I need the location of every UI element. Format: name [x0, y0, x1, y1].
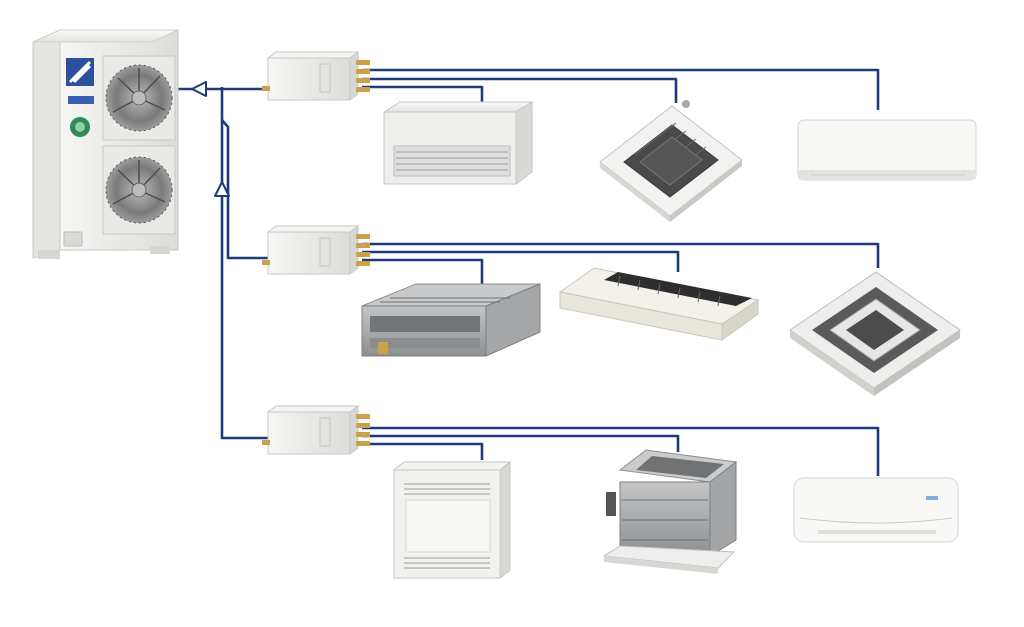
pipe-row2-unit2 [362, 250, 680, 272]
floor-standing-unit [392, 460, 512, 580]
fan-icon [102, 145, 176, 235]
pipe-row3-unit2 [362, 434, 680, 452]
high-static-ducted-unit [602, 449, 738, 574]
wall-mounted-unit [793, 477, 959, 543]
branch-box-3 [262, 405, 370, 455]
ducted-unit [361, 283, 541, 357]
pipe-row1-unit2 [362, 77, 678, 103]
fan-icon [102, 55, 176, 141]
pipe-row1-unit3 [362, 68, 880, 110]
ceiling-suspended-unit [558, 267, 760, 341]
floor-ceiling-unit [382, 101, 534, 185]
small-cassette-unit [599, 100, 743, 222]
branch-2-takeoff-pipe [221, 119, 268, 260]
pipe-row2-unit3 [362, 242, 880, 268]
pipe-row3-unit1 [362, 442, 484, 460]
service-panel [63, 231, 83, 247]
main-trunk-pipe [220, 87, 268, 440]
refrigerant-piping [178, 68, 880, 476]
pipe-row3-unit3 [362, 426, 880, 476]
wall-mounted-unit [797, 119, 977, 181]
pipe-row1-unit1 [362, 85, 484, 103]
flow-arrow-icon [191, 81, 207, 97]
pipe-row2-unit1 [362, 258, 484, 284]
branch-box-1 [262, 51, 370, 101]
round-flow-cassette-unit [789, 271, 961, 396]
branch-box-2 [262, 225, 370, 275]
flow-arrow-icon [214, 181, 230, 197]
label-sticker [68, 96, 94, 104]
outdoor-unit [32, 29, 179, 259]
